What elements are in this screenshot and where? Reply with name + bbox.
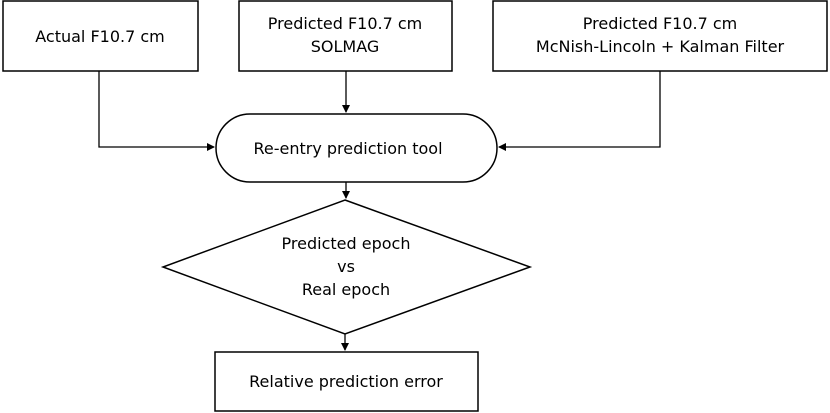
reentry-tool-label: Re-entry prediction tool [253,139,442,158]
mcnish-kalman-box [492,0,828,72]
mcnish-label-1: Predicted F10.7 cm [583,14,738,33]
decision-label-3: Real epoch [302,280,390,299]
reentry-tool-box [215,113,498,183]
decision-label-2: vs [337,257,355,276]
arrow-actual-to-tool [98,71,215,151]
relative-error-box [214,351,479,412]
solmag-label-1: Predicted F10.7 cm [268,14,423,33]
actual-f107-box [2,0,199,72]
actual-f107-label: Actual F10.7 cm [35,27,165,46]
solmag-label-2: SOLMAG [311,37,380,56]
mcnish-label-2: McNish-Lincoln + Kalman Filter [536,37,785,56]
relative-error-label: Relative prediction error [249,372,443,391]
arrow-mcnish-to-tool [498,71,661,151]
decision-label-1: Predicted epoch [282,234,411,253]
solmag-box [238,0,453,72]
